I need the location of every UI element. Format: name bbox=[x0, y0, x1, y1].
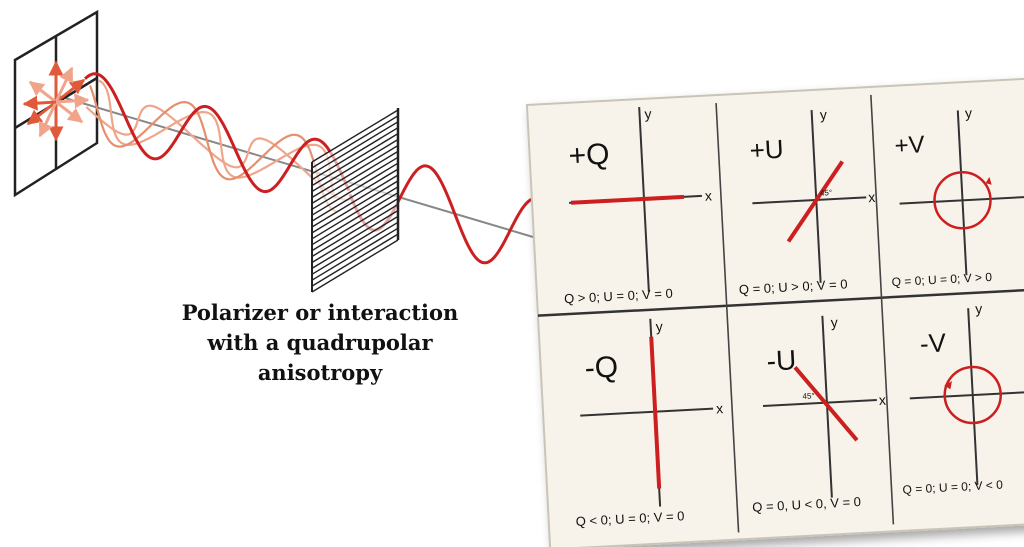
polarizer-grid-line bbox=[311, 150, 399, 204]
polarizer-grid-line bbox=[311, 174, 399, 228]
x-axis-label: x bbox=[705, 187, 713, 203]
polarizer-grid-line bbox=[311, 109, 399, 163]
condition-text: Q = 0; U = 0; V < 0 bbox=[902, 478, 1003, 497]
polarizer-grid-line bbox=[311, 203, 399, 258]
caption-line-2: with a quadrupolar bbox=[207, 330, 433, 355]
panel-label: -U bbox=[766, 344, 797, 377]
unpolarized-arrows bbox=[22, 60, 90, 142]
panel-label: +U bbox=[749, 134, 784, 166]
panel-label: -Q bbox=[584, 351, 619, 386]
stokes-board: +Q y x Q > 0; U = 0; V = 0 +U 45° y x Q … bbox=[525, 77, 1024, 547]
polarizer-grid-line bbox=[311, 115, 399, 169]
panel-minus-u: -U 45° y x Q = 0, U < 0, V = 0 bbox=[752, 314, 886, 515]
panel-minus-q: -Q y x Q < 0; U = 0; V = 0 bbox=[575, 318, 724, 529]
polarizer-caption: Polarizer or interaction with a quadrupo… bbox=[130, 298, 510, 388]
y-axis-label: y bbox=[830, 314, 838, 330]
wave-unpolarized-b bbox=[85, 104, 354, 202]
panel-plus-v: +V y Q = 0; U = 0; V > 0 bbox=[891, 105, 1024, 289]
condition-text: Q = 0; U > 0; V = 0 bbox=[738, 276, 847, 297]
polarizer-grid-line bbox=[311, 209, 399, 264]
polarizer-grid-line bbox=[311, 180, 399, 234]
y-axis-label: y bbox=[655, 318, 663, 334]
angle-label: 45° bbox=[820, 188, 833, 198]
panel-label: +Q bbox=[568, 138, 611, 173]
polarizer-grid-line bbox=[311, 227, 399, 281]
polarizer-grid-line bbox=[311, 215, 399, 269]
polarizer-grid-line bbox=[311, 138, 399, 193]
polarizer-grid-line bbox=[311, 186, 399, 240]
panel-label: -V bbox=[919, 327, 947, 358]
x-axis-label: x bbox=[868, 189, 876, 205]
caption-line-1: Polarizer or interaction bbox=[181, 300, 459, 325]
angle-label: 45° bbox=[802, 391, 815, 401]
wave-unpolarized-c bbox=[89, 85, 338, 213]
polarizer-grid-line bbox=[311, 221, 399, 275]
polarizer-grid-line bbox=[311, 192, 399, 246]
polarizer-grid-line bbox=[311, 168, 399, 222]
polarizer-grid-line bbox=[311, 144, 399, 199]
polarizer-grid-line bbox=[311, 162, 399, 216]
y-axis-label: y bbox=[819, 106, 827, 122]
condition-text: Q > 0; U = 0; V = 0 bbox=[564, 286, 673, 307]
polarizer-grid-line bbox=[311, 239, 399, 293]
y-axis-label: y bbox=[644, 105, 652, 121]
polarizer-grid-line bbox=[311, 133, 399, 187]
polarizer-grid-line bbox=[311, 121, 399, 175]
x-axis-label: x bbox=[716, 400, 724, 416]
wave-incident bbox=[83, 72, 351, 194]
condition-text: Q = 0; U = 0; V > 0 bbox=[891, 270, 992, 289]
caption-line-3: anisotropy bbox=[257, 360, 383, 385]
polarizer-grid-line bbox=[311, 127, 399, 181]
condition-text: Q = 0, U < 0, V = 0 bbox=[752, 494, 861, 515]
condition-text: Q < 0; U = 0; V = 0 bbox=[575, 508, 684, 529]
panel-plus-u: +U 45° y x Q = 0; U > 0; V = 0 bbox=[738, 106, 876, 297]
panel-label: +V bbox=[894, 131, 925, 160]
propagation-axis bbox=[54, 94, 561, 246]
y-axis-label: y bbox=[965, 105, 973, 121]
panel-minus-v: -V y Q = 0; U = 0; V < 0 bbox=[902, 300, 1024, 497]
y-axis-label: y bbox=[975, 300, 983, 316]
x-axis-label: x bbox=[878, 392, 886, 408]
wave-unpolarized-a bbox=[98, 79, 337, 200]
polarizer-grid bbox=[311, 108, 400, 293]
polarizer-grid-line bbox=[311, 156, 399, 210]
polarizer-grid-line bbox=[311, 233, 399, 287]
polarizer-grid-line bbox=[311, 198, 399, 252]
panel-plus-q: +Q y x Q > 0; U = 0; V = 0 bbox=[564, 105, 713, 307]
